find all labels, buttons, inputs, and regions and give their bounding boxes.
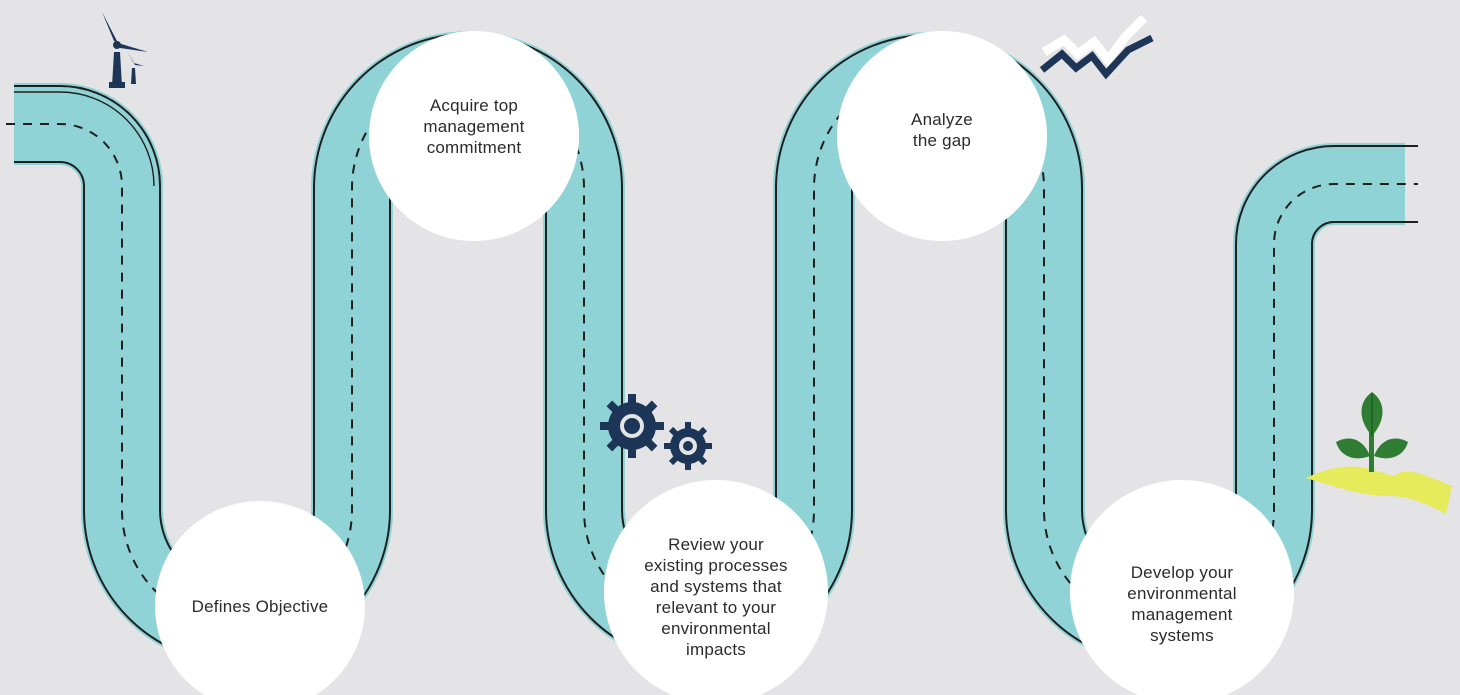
step-label-defines-objective: Defines Objective	[191, 596, 329, 616]
wind-turbine-icon	[96, 12, 148, 88]
road-outline-outer-2	[14, 91, 155, 187]
step-label-develop-ems: Develop your environmental management sy…	[1127, 563, 1237, 645]
milestone-circle-3	[604, 480, 828, 695]
plant-in-hand-icon	[1306, 392, 1452, 514]
milestone-circle-5	[1070, 480, 1294, 695]
gears-icon	[600, 394, 712, 470]
milestone-circle-4	[837, 31, 1047, 241]
step-label-analyze-gap: Analyze the gap	[911, 110, 973, 150]
milestone-circle-2	[369, 31, 579, 241]
zigzag-chart-icon	[1039, 14, 1154, 80]
milestone-circle-1	[155, 501, 365, 695]
step-label-review-processes: Review your existing processes and syste…	[644, 535, 788, 659]
step-label-management-commitment: Acquire top management commitment	[423, 95, 525, 157]
